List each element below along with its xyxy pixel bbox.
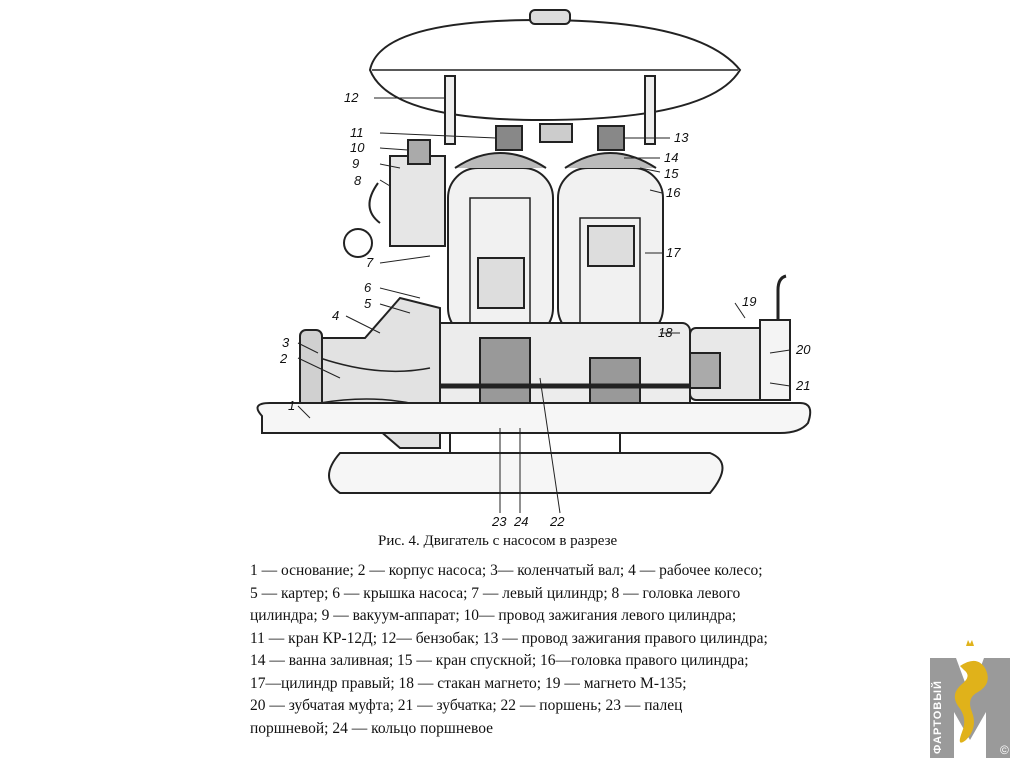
callout-17: 17 [666,245,681,260]
legend-line: цилиндра; 9 — вакуум-аппарат; 10— провод… [250,607,737,624]
callout-23: 23 [491,514,507,528]
callout-3: 3 [282,335,290,350]
callout-20: 20 [795,342,811,357]
callout-18: 18 [658,325,673,340]
legend-line: 20 — зубчатая муфта; 21 — зубчатка; 22 —… [250,697,683,714]
callout-11: 11 [350,125,364,140]
legend-line: 11 — кран КР-12Д; 12— бензобак; 13 — про… [250,629,768,647]
engine-drawing: 12 11 10 9 8 7 6 5 4 3 2 1 13 14 15 16 1… [256,9,812,528]
watermark-logo-icon: ФАРТОВЫЙ © [930,640,1010,758]
callout-13: 13 [674,130,689,145]
legend-line: 17—цилиндр правый; 18 — стакан магнето; … [250,674,687,692]
fuel-tank-shape [368,18,742,122]
base-frame-shape [256,402,812,434]
callout-4: 4 [332,308,339,323]
figure-caption: Рис. 4. Двигатель с насосом в разрезе [378,533,618,549]
callout-8: 8 [354,173,362,188]
callout-7: 7 [366,255,374,270]
callout-24: 24 [513,514,528,528]
callout-16: 16 [666,185,681,200]
legend-line: поршневой; 24 — кольцо поршневое [250,719,494,737]
watermark-text: ФАРТОВЫЙ [931,680,944,754]
callout-2: 2 [279,351,288,366]
callout-14: 14 [664,150,678,165]
fartovy-watermark-logo: ФАРТОВЫЙ © [926,636,1014,760]
callout-10: 10 [350,140,365,155]
callout-9: 9 [352,156,359,171]
callout-19: 19 [742,294,756,309]
callout-12: 12 [344,90,359,105]
callout-15: 15 [664,166,679,181]
left-cylinder-shape [447,167,554,339]
legend-line: 5 — картер; 6 — крышка насоса; 7 — левый… [250,584,741,602]
watermark-copyright: © [1000,743,1009,757]
callout-1: 1 [288,398,295,413]
figure-legend: 1 — основание; 2 — корпус насоса; 3— кол… [250,560,910,740]
callout-6: 6 [364,280,372,295]
callout-21: 21 [795,378,810,393]
callout-5: 5 [364,296,372,311]
legend-line: 14 — ванна заливная; 15 — кран спускной;… [250,652,749,669]
legend-line: 1 — основание; 2 — корпус насоса; 3— кол… [250,562,763,579]
callout-22: 22 [549,514,565,528]
engine-pump-cross-section-figure: 12 11 10 9 8 7 6 5 4 3 2 1 13 14 15 16 1… [240,8,820,528]
